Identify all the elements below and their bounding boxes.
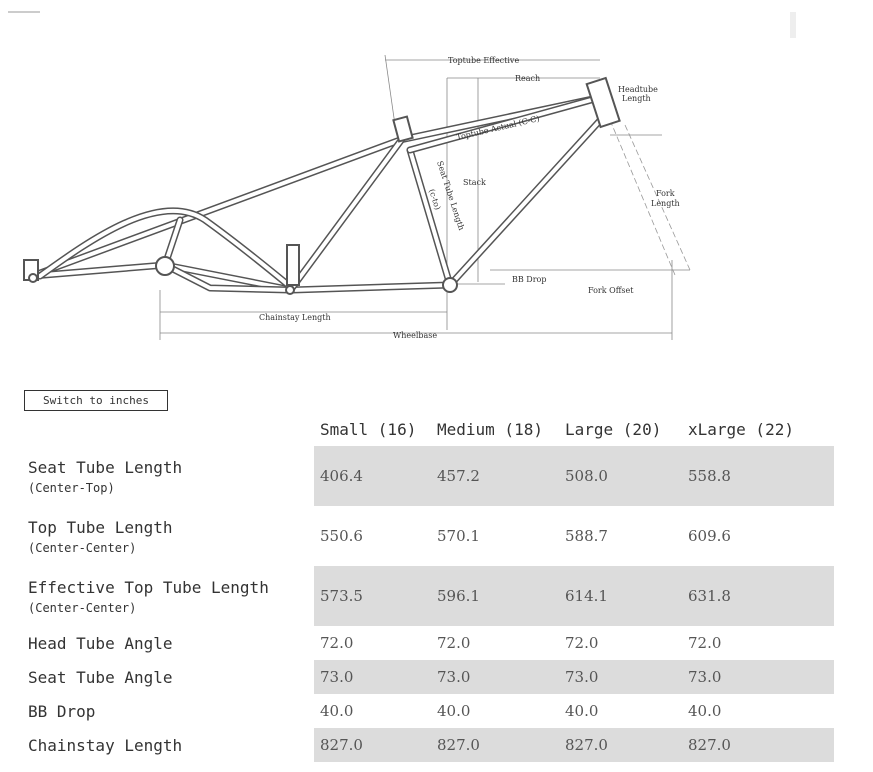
row-label: Chainstay Length — [28, 735, 183, 755]
table-cell: 72.0 — [437, 634, 471, 652]
table-cell: 570.1 — [437, 527, 480, 545]
row-label-text: Seat Tube Length — [28, 457, 183, 477]
table-row: BB Drop 40.0 40.0 40.0 40.0 — [22, 694, 834, 728]
table-cell: 73.0 — [559, 660, 682, 694]
table-row: Chainstay Length 827.0 827.0 827.0 827.0 — [22, 728, 834, 762]
table-cell: 72.0 — [320, 634, 354, 652]
row-label: BB Drop — [28, 701, 96, 721]
table-header-row: Small (16) Medium (18) Large (20) xLarge… — [22, 412, 834, 446]
row-label: Seat Tube Length (Center-Top) — [22, 446, 314, 506]
table-cell: 40.0 — [437, 702, 471, 720]
table-cell: 631.8 — [682, 566, 834, 626]
table-cell: 73.0 — [314, 660, 431, 694]
row-label: Top Tube Length (Center-Center) — [22, 506, 314, 566]
fork-axis-dash — [609, 119, 676, 276]
table-cell: 550.6 — [320, 527, 363, 545]
table-cell: 588.7 — [565, 527, 608, 545]
table-cell: 73.0 — [431, 660, 559, 694]
switch-to-inches-button[interactable]: Switch to inches — [24, 390, 168, 411]
row-label-sub: (Center-Top) — [28, 480, 115, 495]
label-fork-length-1: Fork — [656, 189, 675, 198]
label-stack: Stack — [463, 178, 486, 187]
table-cell: 614.1 — [559, 566, 682, 626]
table-row: Top Tube Length (Center-Center) 550.6 570… — [22, 506, 834, 566]
table-cell: 40.0 — [688, 702, 722, 720]
seat-extension-dim — [384, 54, 396, 126]
table-cell: 40.0 — [565, 702, 599, 720]
label-reach: Reach — [515, 74, 540, 83]
table-cell: 72.0 — [688, 634, 722, 652]
col-large: Large (20) — [565, 419, 662, 439]
table-cell: 573.5 — [314, 566, 431, 626]
label-headtube-length-1: Headtube — [618, 85, 658, 94]
label-headtube-length-2: Length — [622, 94, 651, 103]
col-medium: Medium (18) — [437, 419, 543, 439]
label-bb-drop: BB Drop — [512, 275, 546, 284]
row-label-sub: (Center-Center) — [28, 540, 137, 555]
label-wheelbase: Wheelbase — [393, 331, 437, 340]
table-cell: 73.0 — [682, 660, 834, 694]
table-cell: 827.0 — [682, 728, 834, 762]
label-fork-length-2: Length — [651, 199, 680, 208]
table-cell: 558.8 — [682, 446, 834, 506]
geometry-table: Small (16) Medium (18) Large (20) xLarge… — [22, 412, 834, 762]
table-cell: 406.4 — [314, 446, 431, 506]
label-seat-tube-length: Seat Tube Length — [435, 160, 466, 232]
row-label: Seat Tube Angle — [28, 667, 173, 687]
table-cell: 827.0 — [559, 728, 682, 762]
table-cell: 827.0 — [431, 728, 559, 762]
frame-tubes — [23, 76, 621, 295]
table-cell: 72.0 — [565, 634, 599, 652]
table-row: Seat Tube Angle 73.0 73.0 73.0 73.0 — [22, 660, 834, 694]
row-label-sub: (Center-Center) — [28, 600, 137, 615]
label-toptube-effective: Toptube Effective — [448, 56, 519, 65]
table-cell: 40.0 — [320, 702, 354, 720]
row-label: Head Tube Angle — [28, 633, 173, 653]
col-small: Small (16) — [320, 419, 417, 439]
row-label-text: Top Tube Length — [28, 517, 173, 537]
label-fork-offset: Fork Offset — [588, 286, 634, 295]
row-label-text: Effective Top Tube Length — [28, 577, 269, 597]
bike-frame-geometry-diagram: Toptube Effective Reach Headtube Length … — [8, 11, 796, 340]
table-cell: 596.1 — [431, 566, 559, 626]
table-row: Effective Top Tube Length (Center-Center)… — [22, 566, 834, 626]
table-cell: 508.0 — [559, 446, 682, 506]
table-row: Seat Tube Length (Center-Top) 406.4 457.2… — [22, 446, 834, 506]
col-xlarge: xLarge (22) — [688, 419, 794, 439]
row-label: Effective Top Tube Length (Center-Center) — [22, 566, 314, 626]
header-blank — [22, 412, 314, 446]
table-cell: 827.0 — [314, 728, 431, 762]
table-cell: 457.2 — [431, 446, 559, 506]
scan-mark — [790, 12, 796, 38]
label-chainstay-length: Chainstay Length — [259, 313, 331, 322]
table-row: Head Tube Angle 72.0 72.0 72.0 72.0 — [22, 626, 834, 660]
table-cell: 609.6 — [688, 527, 731, 545]
